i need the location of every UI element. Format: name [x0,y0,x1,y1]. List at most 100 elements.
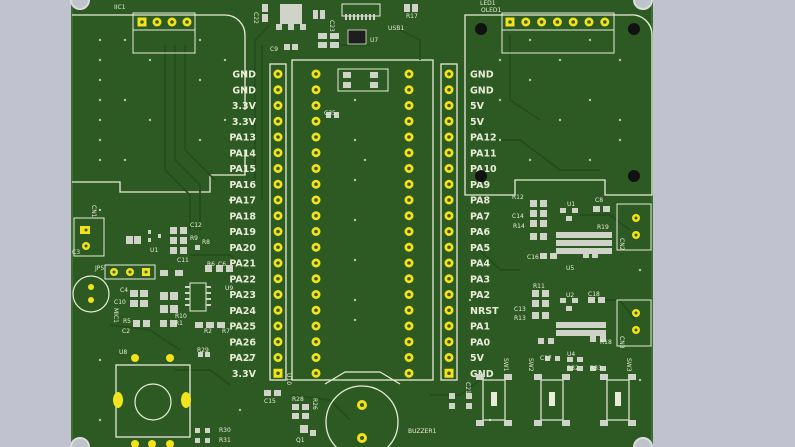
mcu-pad-right-drill [407,166,411,171]
right-header-label: PA5 [470,243,490,254]
via [528,78,532,82]
left-header-pad-drill [276,103,280,108]
left-header-pad-drill [276,308,280,313]
ref-u7: U7 [370,37,378,44]
u7-chip [347,29,367,45]
oled-header [501,12,615,54]
iic-pad-drill [140,20,144,24]
left-header-pad-drill [276,213,280,218]
via [353,218,357,222]
ref-cn2: CN2 [618,238,625,251]
left-header-pad-drill [276,150,280,155]
ref-c23: C23 [328,20,335,32]
sw1-switch [476,374,512,426]
mcu-inner-pads-left [311,69,321,378]
right-smd-cluster-top [530,200,612,259]
mcu-pad-right-drill [407,135,411,139]
u9-chip [185,282,211,312]
ref-c6: C6 [218,261,226,268]
ref-cn1: CN1 [90,205,97,218]
mcu-pad-left-drill [314,229,318,234]
left-header-label: GND [232,85,256,96]
via [223,58,227,62]
left-header-label: 3.3V [232,101,257,112]
right-header-label: NRST [470,306,499,317]
ref-r32: R32 [567,365,579,372]
ref-u2: U2 [566,292,574,299]
via [618,58,622,62]
right-header-pad-drill [447,229,451,234]
left-header-pad-drill [276,324,280,328]
via [353,138,357,142]
via [98,208,102,212]
via [353,258,357,262]
copper-traces [109,24,636,421]
via [98,358,102,362]
via [98,58,102,62]
oled-mount-hole-tr [628,23,640,35]
sw3-switch [600,374,636,426]
mic [72,275,110,313]
via [498,98,502,102]
right-header-label: 5V [470,353,485,364]
silk-left-header [269,63,287,381]
right-header-label: PA4 [470,259,490,270]
iic-pad-drill [155,20,159,24]
ref-led1: LED1 [480,0,496,7]
left-header-pad-drill [276,119,280,124]
right-header-pad-drill [447,355,451,360]
ref-r7: R7 [222,328,230,335]
right-header-pad-drill [447,339,451,344]
oled-pad-drill [587,20,591,24]
via [638,268,642,272]
silk-outline-mcu [291,59,434,381]
iic-pad-drill [185,20,189,24]
right-header-labels: GNDGND5V5VPA12PA11PA10PA9PA8PA7PA6PA5PA4… [470,70,499,380]
ref-c17: C17 [540,355,552,362]
iic-header [132,12,196,54]
right-header-label: PA2 [470,290,490,301]
right-header-pad-drill [447,72,451,76]
mcu-pad-right-drill [407,245,411,250]
mcu-pad-left-drill [314,371,318,376]
ref-designators: IIC1 LED1 OLED1 USB1 U7 R17 C9 C15 C35 C… [72,0,612,444]
buzzer [325,385,399,447]
ref-usb1: USB1 [388,25,404,32]
u8-encoder [113,354,191,447]
ref-buzzer1: BUZZER1 [408,428,437,435]
left-header-label: PA27 [229,353,256,364]
ref-r10: R10 [175,313,187,320]
left-header-pad-drill [276,371,280,376]
right-header-pad-drill [447,119,451,124]
right-header-pad-drill [447,324,451,328]
mcu-pad-left-drill [314,72,318,76]
via [468,298,472,302]
mcu-pad-right-drill [407,324,411,328]
ref-r1: R1 [175,320,183,327]
right-header-label: PA10 [470,164,497,175]
ref-designators-rotated: C22 C23 CN1 MIC1 R26 C21 U10 CN2 CN3 SW1… [90,12,632,410]
ref-u4: U4 [567,351,575,358]
left-header-pads [273,69,283,378]
mcu-pad-left-drill [314,292,318,297]
right-header-label: PA9 [470,180,490,191]
vias [98,38,642,422]
ref-c4: C4 [120,287,128,294]
oled-mount-hole-tl [475,23,487,35]
left-header-pad-drill [276,87,280,92]
ref-r5: R5 [123,318,131,325]
oled-header-pads [505,17,610,27]
ref-u1-right: U1 [567,201,575,208]
cn1-connector [73,217,105,257]
via [123,158,127,162]
left-header-label: PA23 [229,290,256,301]
oled-pad-drill [603,20,607,24]
ref-c21: C21 [464,382,471,394]
ref-r18: R18 [600,339,612,346]
mcu-pad-right-drill [407,198,411,202]
oled-pad-drill [555,20,560,24]
left-header-pad-drill [276,166,280,171]
left-header-pad-drill [276,182,280,187]
right-header-label: PA12 [470,133,497,144]
